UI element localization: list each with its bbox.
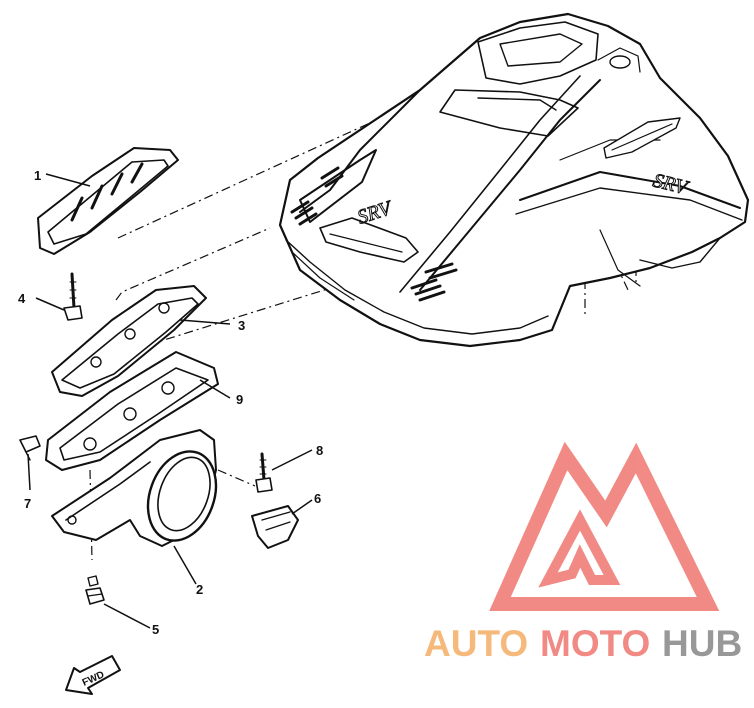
logo-outer-triangle xyxy=(489,441,720,611)
part-5-nut xyxy=(85,575,105,605)
part-4-screw xyxy=(63,272,83,321)
callout-6: 6 xyxy=(314,491,321,506)
part-1-vent-grille xyxy=(37,147,179,255)
part-2-duct-housing xyxy=(51,429,218,547)
watermark-text-hub: HUB xyxy=(662,623,742,664)
part-7-clip xyxy=(19,435,41,461)
watermark-text-auto: AUTO xyxy=(424,623,528,664)
left-grille-slots xyxy=(290,166,344,226)
logo-inner-mark xyxy=(538,509,621,588)
callout-4: 4 xyxy=(18,291,26,306)
callout-7: 7 xyxy=(24,496,31,511)
callout-1: 1 xyxy=(34,168,41,183)
front-grille-slots xyxy=(410,262,458,302)
callout-5: 5 xyxy=(152,622,159,637)
hood-cowling: SRV SRV xyxy=(278,12,750,348)
front-direction-arrow: FWD xyxy=(65,655,121,695)
part-8-screw xyxy=(255,452,273,493)
callout-9: 9 xyxy=(236,392,243,407)
callout-2: 2 xyxy=(196,582,203,597)
callout-labels: 1 4 3 9 8 7 6 2 5 xyxy=(18,168,323,637)
watermark-text-moto: MOTO xyxy=(540,623,650,664)
watermark-logo: AUTO MOTO HUB xyxy=(424,441,742,664)
callout-3: 3 xyxy=(238,318,245,333)
part-3-air-duct xyxy=(51,285,207,397)
part-6-clamp xyxy=(251,505,299,549)
leader-lines xyxy=(27,173,313,629)
callout-8: 8 xyxy=(316,443,323,458)
part-9-plate xyxy=(45,351,219,471)
